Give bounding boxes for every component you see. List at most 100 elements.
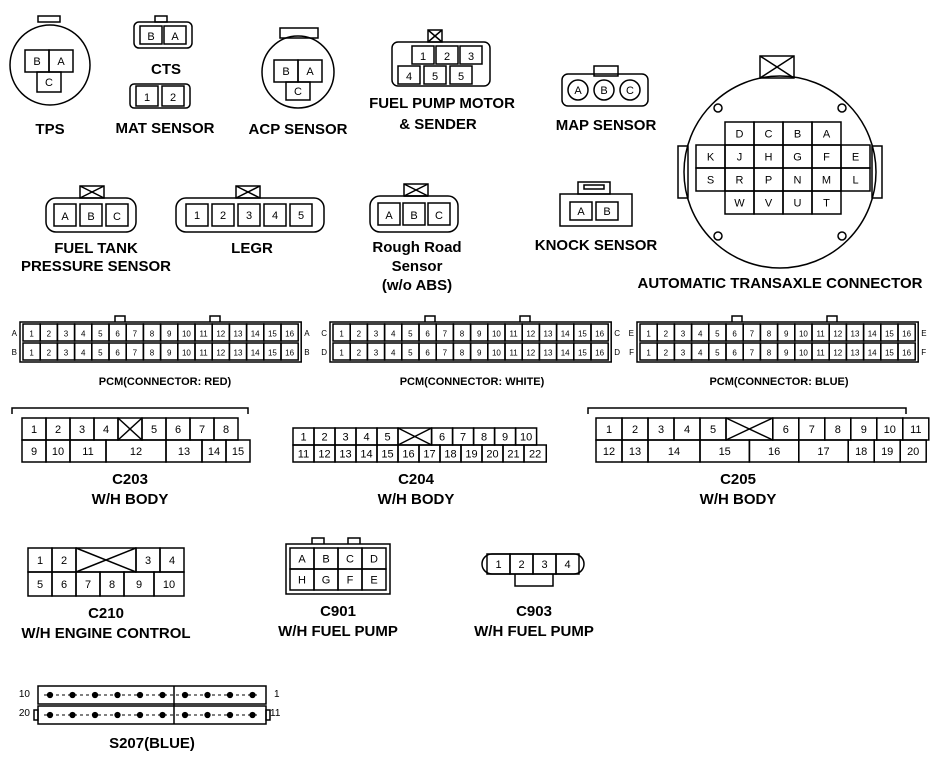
tps-label: TPS: [35, 121, 64, 138]
c204-pin: 15: [381, 449, 393, 461]
pcm-pin: 16: [902, 330, 911, 339]
c205-pin: 15: [719, 446, 731, 458]
c210-pin: 4: [169, 555, 175, 567]
rough-road-pin: A: [385, 210, 393, 222]
c901-latch: [347, 537, 361, 544]
atx-pin: L: [852, 175, 858, 187]
atx-pin: S: [707, 175, 714, 187]
c210-pin: 9: [136, 579, 142, 591]
c205-pin: 4: [684, 424, 690, 436]
pcm-pin: 6: [115, 349, 120, 358]
c205-pin: 12: [603, 446, 615, 458]
legr-pin: 5: [298, 210, 304, 222]
pcm-row-label: B: [12, 348, 17, 357]
s207-connector: 10 20 1 11 S207(BLUE): [19, 685, 281, 752]
pcm-pin: 8: [767, 349, 772, 358]
c205-cell: [899, 439, 927, 463]
mat-sensor-connector: 1 2 MAT SENSOR: [116, 83, 215, 137]
s207-terminal: [226, 691, 234, 699]
s207-terminal: [69, 691, 76, 699]
pcm-pin: 14: [561, 349, 570, 358]
acp-pin: B: [282, 66, 289, 78]
atx-pin: A: [823, 129, 831, 141]
pcm-pin: 10: [799, 349, 808, 358]
s207-terminal: [181, 711, 189, 719]
fpm-pin: 4: [406, 71, 412, 83]
pcm-pin: 12: [833, 330, 842, 339]
pcm-cell: [280, 323, 299, 342]
legr-cell: [263, 203, 287, 227]
c901-pin: D: [370, 554, 378, 566]
pcm-pin: 10: [182, 349, 191, 358]
ftp-label: PRESSURE SENSOR: [21, 258, 171, 275]
pcm-latch: [424, 315, 436, 322]
map-pin: C: [626, 85, 634, 97]
s207-side-label: 1: [274, 689, 280, 700]
s207-terminal: [91, 711, 99, 719]
pcm-pin: 2: [47, 330, 52, 339]
c210-label: C210: [88, 605, 124, 622]
pcm-row-label: D: [614, 348, 620, 357]
pcm-blue-label: PCM(CONNECTOR: BLUE): [709, 376, 848, 388]
s207-terminal: [114, 711, 121, 719]
pcm-pin: 8: [460, 349, 465, 358]
fpm-pin: 3: [468, 51, 474, 63]
c203-pin: 8: [223, 424, 229, 436]
acp-sensor-connector: B A C ACP SENSOR: [249, 27, 348, 138]
c205-pin: 9: [861, 424, 867, 436]
pcm-pin: 3: [64, 349, 69, 358]
pcm-cell: [590, 323, 609, 342]
c204-cell: [523, 444, 548, 463]
c204-pin: 12: [318, 449, 330, 461]
atx-pin: H: [765, 152, 773, 164]
acp-label: ACP SENSOR: [249, 121, 348, 138]
c901-pin: C: [346, 554, 354, 566]
pcm-pin: 15: [578, 330, 587, 339]
c903-pin: 2: [518, 559, 524, 571]
s207-terminal: [204, 691, 211, 699]
legr-pin: 4: [272, 210, 278, 222]
fuel-tank-pressure-connector: A B C FUEL TANK PRESSURE SENSOR: [21, 185, 171, 275]
knock-sensor-connector: A B KNOCK SENSOR: [535, 181, 657, 254]
ftp-pin: A: [61, 211, 69, 223]
c204-pin: 5: [384, 432, 390, 444]
pcm-pin: 13: [234, 349, 243, 358]
c205-pin: 19: [881, 446, 893, 458]
fuel-pump-motor-connector: 1 2 3 4 5 5 FUEL PUMP MOTOR & SENDER: [369, 29, 515, 133]
rough-road-pin: B: [410, 210, 417, 222]
pcm-pin: 4: [698, 330, 703, 339]
legr-cell: [185, 203, 209, 227]
blocked-cavity-mark: [397, 427, 432, 446]
pcm-pin: 15: [578, 349, 587, 358]
pcm-pin: 1: [646, 349, 651, 358]
pcm-row-label: E: [921, 329, 926, 338]
knock-pin: A: [577, 206, 585, 218]
pcm-pin: 11: [199, 330, 208, 339]
c203-pin: 5: [151, 424, 157, 436]
fpm-label: FUEL PUMP MOTOR: [369, 95, 515, 112]
pcm-pin: 2: [664, 330, 669, 339]
blocked-cavity-mark: [75, 547, 137, 573]
pcm-pin: 14: [868, 349, 877, 358]
pcm-pin: 7: [133, 330, 138, 339]
c204-label: W/H BODY: [378, 491, 455, 508]
pcm-pin: 7: [443, 330, 448, 339]
c903-label: C903: [516, 603, 552, 620]
pcm-pin: 7: [133, 349, 138, 358]
c901-pin: B: [322, 554, 329, 566]
pcm-pin: 3: [64, 330, 69, 339]
c210-label: W/H ENGINE CONTROL: [21, 625, 190, 642]
pcm-pin: 16: [902, 349, 911, 358]
c210-pin: 5: [37, 579, 43, 591]
map-sensor-connector: A B C MAP SENSOR: [556, 65, 656, 134]
atx-pin: D: [736, 129, 744, 141]
c205-pin: 3: [658, 424, 664, 436]
cts-label: CTS: [151, 61, 181, 78]
tps-connector: B A C TPS: [9, 15, 91, 138]
s207-terminal: [136, 711, 144, 719]
mat-label: MAT SENSOR: [116, 120, 215, 137]
pcm-pin: 5: [98, 330, 103, 339]
